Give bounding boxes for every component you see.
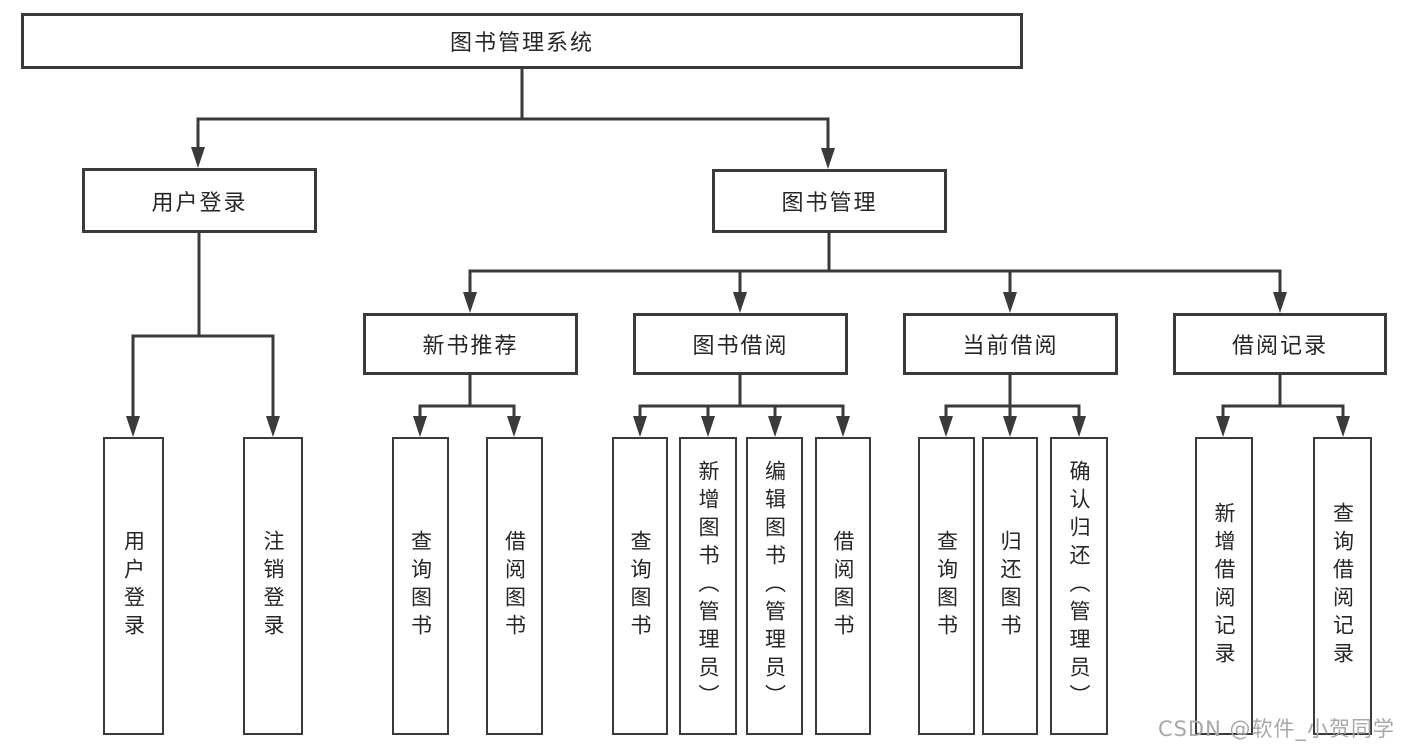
leaf-label: 借阅图书 [502, 530, 527, 642]
leaf-query-book-2: 查询图书 [612, 437, 668, 735]
arrowhead-icon [266, 416, 280, 437]
leaf-return-book: 归还图书 [982, 437, 1038, 735]
arrowhead-icon [733, 292, 747, 313]
arrowhead-icon [768, 416, 782, 437]
leaf-label: 编辑图书（管理员） [762, 460, 787, 712]
connector-borrow-record [1216, 373, 1350, 437]
leaf-label: 归还图书 [998, 530, 1022, 642]
arrowhead-icon [1003, 292, 1017, 313]
arrowhead-icon [1216, 416, 1230, 437]
leaf-label: 查询图书 [408, 530, 433, 642]
connector-current-borrow [939, 373, 1086, 437]
leaf-add-borrow-record: 新增借阅记录 [1195, 437, 1253, 735]
leaf-label: 用户登录 [121, 530, 146, 642]
arrowhead-icon [413, 416, 427, 437]
connector-book-mgmt [463, 231, 1287, 313]
node-label: 图书借阅 [692, 334, 789, 359]
arrowhead-icon [633, 416, 647, 437]
node-label: 图书管理系统 [449, 31, 594, 56]
arrowhead-icon [507, 416, 521, 437]
leaf-user-login: 用户登录 [103, 437, 164, 735]
leaf-borrow-book-1: 借阅图书 [486, 437, 543, 735]
arrowhead-icon [821, 148, 835, 169]
arrowhead-icon [126, 416, 140, 437]
connector-new-book [413, 373, 521, 437]
arrowhead-icon [463, 292, 477, 313]
leaf-query-book-1: 查询图书 [392, 437, 449, 735]
leaf-query-book-3: 查询图书 [918, 437, 975, 735]
arrowhead-icon [939, 416, 953, 437]
leaf-label: 借阅图书 [831, 530, 855, 642]
node-book-borrow: 图书借阅 [633, 313, 848, 375]
node-label: 借阅记录 [1231, 334, 1328, 359]
leaf-label: 新增图书（管理员） [696, 460, 720, 712]
arrowhead-icon [1003, 416, 1017, 437]
node-borrow-record: 借阅记录 [1173, 313, 1387, 375]
node-user-login: 用户登录 [82, 168, 317, 233]
connector-user-login [126, 231, 280, 437]
leaf-label: 确认归还（管理员） [1067, 460, 1091, 712]
leaf-logout: 注销登录 [243, 437, 303, 735]
leaf-label: 新增借阅记录 [1212, 502, 1236, 670]
arrowhead-icon [1072, 416, 1086, 437]
leaf-borrow-book-2: 借阅图书 [815, 437, 871, 735]
leaf-label: 查询图书 [628, 530, 652, 642]
connector-root [191, 67, 835, 169]
leaf-query-borrow-record: 查询借阅记录 [1313, 437, 1372, 735]
csdn-watermark: CSDN @软件_小贺同学 [1157, 717, 1395, 741]
leaf-label: 查询图书 [934, 530, 959, 642]
leaf-confirm-return-admin: 确认归还（管理员） [1050, 437, 1108, 735]
node-book-management: 图书管理 [712, 169, 947, 233]
arrowhead-icon [191, 147, 205, 168]
node-library-management-system: 图书管理系统 [21, 13, 1023, 69]
node-label: 图书管理 [781, 191, 878, 216]
connector-book-borrow [633, 373, 850, 437]
leaf-edit-book-admin: 编辑图书（管理员） [746, 437, 803, 735]
node-label: 当前借阅 [962, 334, 1059, 359]
arrowhead-icon [1273, 292, 1287, 313]
node-new-book-recommend: 新书推荐 [363, 313, 578, 375]
arrowhead-icon [1336, 416, 1350, 437]
leaf-add-book-admin: 新增图书（管理员） [679, 437, 737, 735]
arrowhead-icon [836, 416, 850, 437]
node-label: 新书推荐 [422, 334, 519, 359]
leaf-label: 查询借阅记录 [1330, 502, 1355, 670]
arrowhead-icon [701, 416, 715, 437]
node-label: 用户登录 [151, 190, 248, 216]
leaf-label: 注销登录 [261, 530, 285, 642]
node-current-borrow: 当前借阅 [903, 313, 1118, 375]
